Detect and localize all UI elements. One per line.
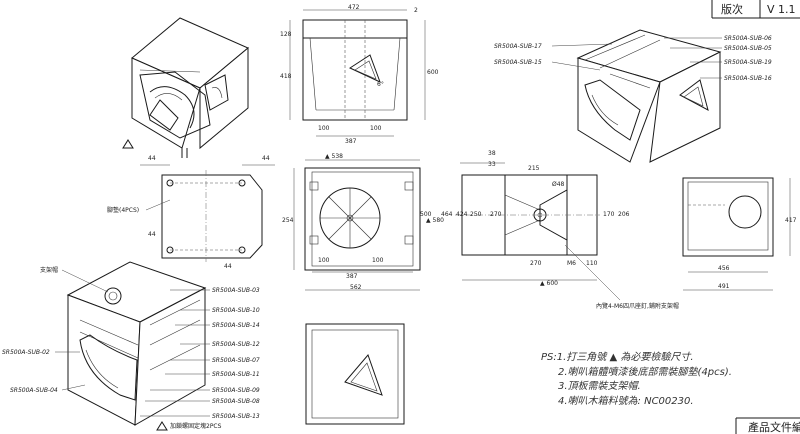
dim-front-h: 254 bbox=[282, 217, 294, 224]
doc-block: 產品文件編 bbox=[735, 417, 800, 434]
dim-front-b2: 100 bbox=[372, 257, 384, 264]
part-15: SR500A-SUB-15 bbox=[494, 59, 542, 66]
dim-side-v7: 206 bbox=[618, 211, 630, 218]
part-13: SR500A-SUB-13 bbox=[212, 413, 260, 420]
side-view: 38 33 215 Ø48 500 464 424 250 270 170 20… bbox=[420, 150, 630, 287]
part-11: SR500A-SUB-11 bbox=[212, 371, 260, 378]
part-03: SR500A-SUB-03 bbox=[212, 287, 260, 294]
part-17: SR500A-SUB-17 bbox=[494, 43, 542, 50]
notes-block: PS:1.打三角號 ▲ 為必要檢驗尺寸. 2.喇叭箱體噴漆後底部需裝腳墊(4pc… bbox=[541, 351, 732, 407]
dim-side-b3: 110 bbox=[586, 260, 598, 267]
dim-front-b3: 387 bbox=[346, 273, 358, 280]
dim-front-h2: ▲ 580 bbox=[426, 217, 444, 224]
part-19: SR500A-SUB-19 bbox=[724, 59, 772, 66]
note-4: 4.喇叭木箱料號為: NC00230. bbox=[558, 395, 694, 407]
dim-top-h2: 418 bbox=[280, 73, 292, 80]
part-02: SR500A-SUB-02 bbox=[2, 349, 50, 356]
iso-view-bottom-left bbox=[66, 261, 207, 431]
dim-side-t1: 38 bbox=[488, 150, 496, 157]
dim-front-b1: 100 bbox=[318, 257, 330, 264]
bracket-cap-label: 支架帽 bbox=[40, 266, 58, 274]
iso-view-top-left bbox=[122, 17, 249, 158]
dim-foot-b: 44 bbox=[262, 155, 270, 162]
dim-rear-w2: 491 bbox=[718, 283, 730, 290]
dim-side-t3: 215 bbox=[528, 165, 540, 172]
dim-foot-a: 44 bbox=[148, 155, 156, 162]
dim-front-b4: 562 bbox=[350, 284, 362, 291]
dim-side-v6: 170 bbox=[603, 211, 615, 218]
dim-top-b3: 387 bbox=[345, 138, 357, 145]
dim-foot-c: 44 bbox=[148, 231, 156, 238]
part-06: SR500A-SUB-06 bbox=[724, 35, 772, 42]
note-3: 3.頂板需裝支架帽. bbox=[558, 380, 641, 392]
iso-bottom-left-callouts: 支架帽 SR500A-SUB-03 SR500A-SUB-10 SR500A-S… bbox=[2, 266, 260, 430]
front-panel-view bbox=[305, 323, 405, 425]
handle-screw-label: 加鎖螺固定塊2PCS bbox=[170, 422, 222, 430]
doc-label: 產品文件編 bbox=[748, 420, 800, 434]
dim-top-h1: 128 bbox=[280, 31, 292, 38]
dim-side-v4: 250 bbox=[470, 211, 482, 218]
note-1: PS:1.打三角號 ▲ 為必要檢驗尺寸. bbox=[541, 351, 694, 363]
dim-top-h: 600 bbox=[427, 69, 439, 76]
dim-rear-h: 417 bbox=[785, 217, 797, 224]
part-16: SR500A-SUB-16 bbox=[724, 75, 772, 82]
dim-side-v3: 424 bbox=[456, 211, 468, 218]
title-block: 版次 V 1.1 bbox=[711, 0, 800, 19]
dim-side-t2: 33 bbox=[488, 161, 496, 168]
dim-side-v5: 270 bbox=[490, 211, 502, 218]
iso-view-top-right bbox=[576, 29, 722, 163]
rear-insert-label: 內覽4-M6四爪座釘,鋪附支架帽 bbox=[596, 302, 679, 310]
note-2: 2.喇叭箱體噴漆後底部需裝腳墊(4pcs). bbox=[558, 366, 732, 378]
dim-top-b1: 100 bbox=[318, 125, 330, 132]
dim-foot-d: 44 bbox=[224, 263, 232, 270]
dim-side-b2: M6 bbox=[567, 260, 576, 267]
front-view: ▲ 538 254 ▲ 580 100 100 387 562 bbox=[282, 153, 444, 291]
top-view: 472 128 418 600 2 100 100 387 6° bbox=[280, 4, 439, 145]
part-07: SR500A-SUB-07 bbox=[212, 357, 260, 364]
dim-side-v1: 500 bbox=[420, 211, 432, 218]
foot-pad-label: 腳墊(4PCS) bbox=[107, 206, 139, 214]
dim-front-top: ▲ 538 bbox=[325, 153, 343, 160]
part-08: SR500A-SUB-08 bbox=[212, 398, 260, 405]
dim-top-width: 472 bbox=[348, 4, 360, 11]
dim-side-b4: ▲ 600 bbox=[540, 280, 558, 287]
dim-top-b2: 100 bbox=[370, 125, 382, 132]
part-14: SR500A-SUB-14 bbox=[212, 322, 260, 329]
part-09: SR500A-SUB-09 bbox=[212, 387, 260, 394]
dim-rear-w1: 456 bbox=[718, 265, 730, 272]
part-04: SR500A-SUB-04 bbox=[10, 387, 58, 394]
rear-view: 417 456 491 bbox=[682, 177, 797, 291]
dim-top-ang: 6° bbox=[377, 81, 384, 88]
dim-top-small: 2 bbox=[414, 7, 418, 14]
dim-side-v2: 464 bbox=[441, 211, 453, 218]
part-12: SR500A-SUB-12 bbox=[212, 341, 260, 348]
part-05: SR500A-SUB-05 bbox=[724, 45, 772, 52]
version-label: 版次 bbox=[721, 2, 743, 16]
dim-side-b1: 270 bbox=[530, 260, 542, 267]
bottom-view: 44 44 44 44 腳墊(4PCS) bbox=[107, 155, 275, 270]
version-value: V 1.1 bbox=[767, 3, 796, 16]
iso-top-right-callouts: SR500A-SUB-17 SR500A-SUB-15 SR500A-SUB-0… bbox=[494, 35, 772, 82]
part-10: SR500A-SUB-10 bbox=[212, 307, 260, 314]
dim-side-dia: Ø48 bbox=[552, 181, 565, 188]
